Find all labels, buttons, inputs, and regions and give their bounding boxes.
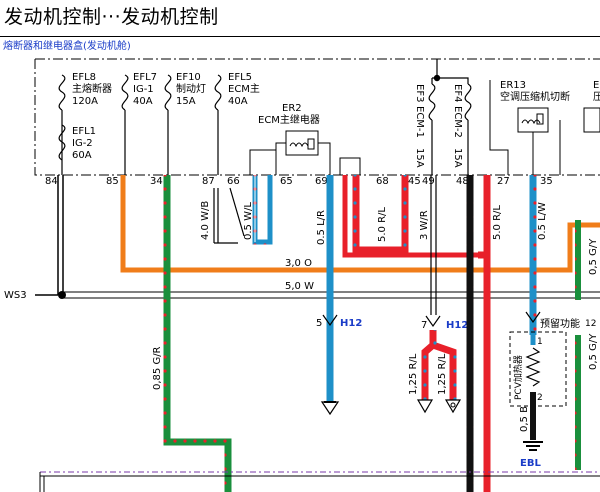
- pin-49: 49: [422, 176, 435, 187]
- connector-h12-pin-7: 7: [421, 320, 427, 331]
- relay-er13: ER13 空调压缩机切断 ER 压: [489, 80, 600, 175]
- fuse-ef4-rating: 15A: [452, 148, 463, 168]
- pin-45: 45: [408, 176, 421, 187]
- pin-69: 69: [315, 176, 328, 187]
- pin-87: 87: [202, 176, 215, 187]
- fuse-efl7-rating: 40A: [133, 96, 153, 107]
- pin-85: 85: [106, 176, 119, 187]
- pcv-heater: 1 2 PCV加热器: [509, 331, 567, 407]
- connector-h12-name-a: H12: [340, 318, 362, 329]
- fuse-ef3-id: EF3: [414, 84, 425, 102]
- wire-label-5-0-R-L-a: 5.0 R/L: [377, 207, 388, 242]
- splice-ws3: WS3: [4, 290, 66, 301]
- bottom-connector-bar: [39, 471, 600, 492]
- wire-5-0-R-L-loop: 5.0 R/L: [342, 175, 478, 258]
- wire-label-3-0-O: 3,0 O: [285, 258, 312, 269]
- pin-48: 48: [456, 176, 469, 187]
- title-rule: [0, 36, 600, 37]
- fuse-efl1-id: EFL1: [72, 126, 96, 137]
- fuse-efl7-name: IG-1: [133, 84, 154, 95]
- wire-3-W-R: 3 W/R 7 H12: [419, 175, 468, 331]
- pin-68: 68: [376, 176, 389, 187]
- pcv-heater-label: PCV加热器: [512, 355, 524, 400]
- page-title: 发动机控制···发动机控制: [4, 6, 219, 28]
- fuse-efl1: EFL1 IG-2 60A: [58, 124, 96, 161]
- connector-h12-name-b: H12: [446, 320, 468, 331]
- wire-0-5-G-Y-right: 0,5 G/Y 12 0,5 G/Y: [575, 220, 599, 470]
- wire-green-0-85-G-R: 0,85 G/R: [152, 175, 232, 492]
- fuse-efl5-id: EFL5: [228, 72, 252, 83]
- wire-label-3-W-R: 3 W/R: [419, 210, 430, 240]
- fuse-ef10-id: EF10: [176, 72, 201, 83]
- wire-1-25-R-L-split: 1,25 R/L 1,25 R/L: [408, 330, 462, 414]
- fuse-ef10-rating: 15A: [176, 96, 196, 107]
- wire-label-0-5-W-L: 0.5 W/L: [243, 202, 254, 240]
- wire-0-5-L-W: 0.5 L/W 预留功能: [525, 175, 580, 345]
- fuse-efl8-rating: 120A: [72, 96, 98, 107]
- pin-34: 34: [150, 176, 163, 187]
- wire-label-4-0-W-B: 4.0 W/B: [200, 201, 211, 240]
- relay-er13-name: 空调压缩机切断: [500, 90, 570, 103]
- fuse-box-outline: [34, 58, 600, 176]
- connector-h12-pin-5: 5: [316, 318, 322, 329]
- relay-er2-name: ECM主继电器: [258, 113, 320, 126]
- relay-er13-id: ER13: [500, 80, 526, 91]
- fuse-box-subtitle: 熔断器和继电器盒(发动机舱): [3, 41, 131, 52]
- wire-label-0-5-L-R: 0.5 L/R: [316, 210, 327, 245]
- fuse-ef4: EF4 ECM-2 15A: [452, 83, 472, 175]
- fuse-ef10-name: 制动灯: [176, 82, 206, 95]
- wire-label-5-0-W: 5,0 W: [285, 281, 314, 292]
- pin-35: 35: [540, 176, 553, 187]
- wire-label-0-5-G-Y-b: 0,5 G/Y: [588, 333, 599, 370]
- fuse-efl1-rating: 60A: [72, 150, 92, 161]
- fuse-ef4-name: ECM-2: [452, 106, 463, 138]
- fuse-ef3: EF3 ECM-1 15A: [414, 78, 436, 175]
- wire-0-5-L-R: 0.5 L/R 5 H12: [316, 175, 362, 416]
- wire-0-5-B-ground: 0,5 B EBL: [519, 392, 543, 469]
- reserved-function-label: 预留功能: [540, 317, 580, 330]
- wire-label-0-5-L-W: 0.5 L/W: [537, 202, 548, 240]
- pin-65: 65: [280, 176, 293, 187]
- pcv-heater-pin-2: 2: [537, 393, 543, 403]
- fuse-efl5-rating: 40A: [228, 96, 248, 107]
- fuse-ef3-rating: 15A: [414, 148, 425, 168]
- fuse-efl5: EFL5 ECM主 40A: [214, 72, 260, 175]
- splice-ws3-label: WS3: [4, 290, 27, 301]
- pin-66: 66: [227, 176, 240, 187]
- fuse-efl1-name: IG-2: [72, 138, 93, 149]
- wire-label-1-25-R-L-a: 1,25 R/L: [408, 353, 419, 395]
- connector-pin-12: 12: [585, 319, 596, 329]
- fuse-ef4-id: EF4: [452, 84, 463, 102]
- fuse-efl7-id: EFL7: [133, 72, 157, 83]
- wire-label-1-25-R-L-b: 1,25 R/L: [437, 353, 448, 395]
- wire-5-0-R-L-27: 5.0 R/L: [478, 175, 503, 492]
- pcv-heater-pin-1: 1: [537, 337, 543, 347]
- relay-er2-id: ER2: [282, 103, 302, 114]
- wire-0-5-W-L: 0.5 W/L: [243, 175, 273, 245]
- relay-er2: ER2 ECM主继电器: [249, 103, 361, 175]
- pin-84: 84: [45, 176, 58, 187]
- fuse-efl8-name: 主熔断器: [72, 82, 112, 95]
- wire-4-0-W-B: 4.0 W/B: [200, 187, 245, 244]
- wire-label-0-85-G-R: 0,85 G/R: [152, 346, 163, 390]
- wire-84: [57, 175, 64, 295]
- pin-labels: 84 85 34 87 66 65 69 68 45 49 48 27 35: [45, 176, 553, 187]
- wire-label-0-5-B: 0,5 B: [519, 406, 530, 432]
- fuse-bus: [432, 77, 469, 84]
- wire-label-5-0-R-L-b: 5.0 R/L: [492, 205, 503, 240]
- ground-ebl-label: EBL: [520, 458, 541, 469]
- fuse-ef3-name: ECM-1: [414, 106, 425, 138]
- fuse-efl8-id: EFL8: [72, 72, 96, 83]
- pin-27: 27: [497, 176, 510, 187]
- fuse-efl5-name: ECM主: [228, 83, 260, 95]
- wire-label-0-5-G-Y-a: 0,5 G/Y: [588, 238, 599, 275]
- fuse-ef10: EF10 制动灯 15A: [164, 72, 206, 175]
- relay-partial-id: ER: [593, 80, 600, 91]
- fuse-efl7: EFL7 IG-1 40A: [121, 72, 157, 175]
- relay-partial-name: 压: [593, 91, 600, 103]
